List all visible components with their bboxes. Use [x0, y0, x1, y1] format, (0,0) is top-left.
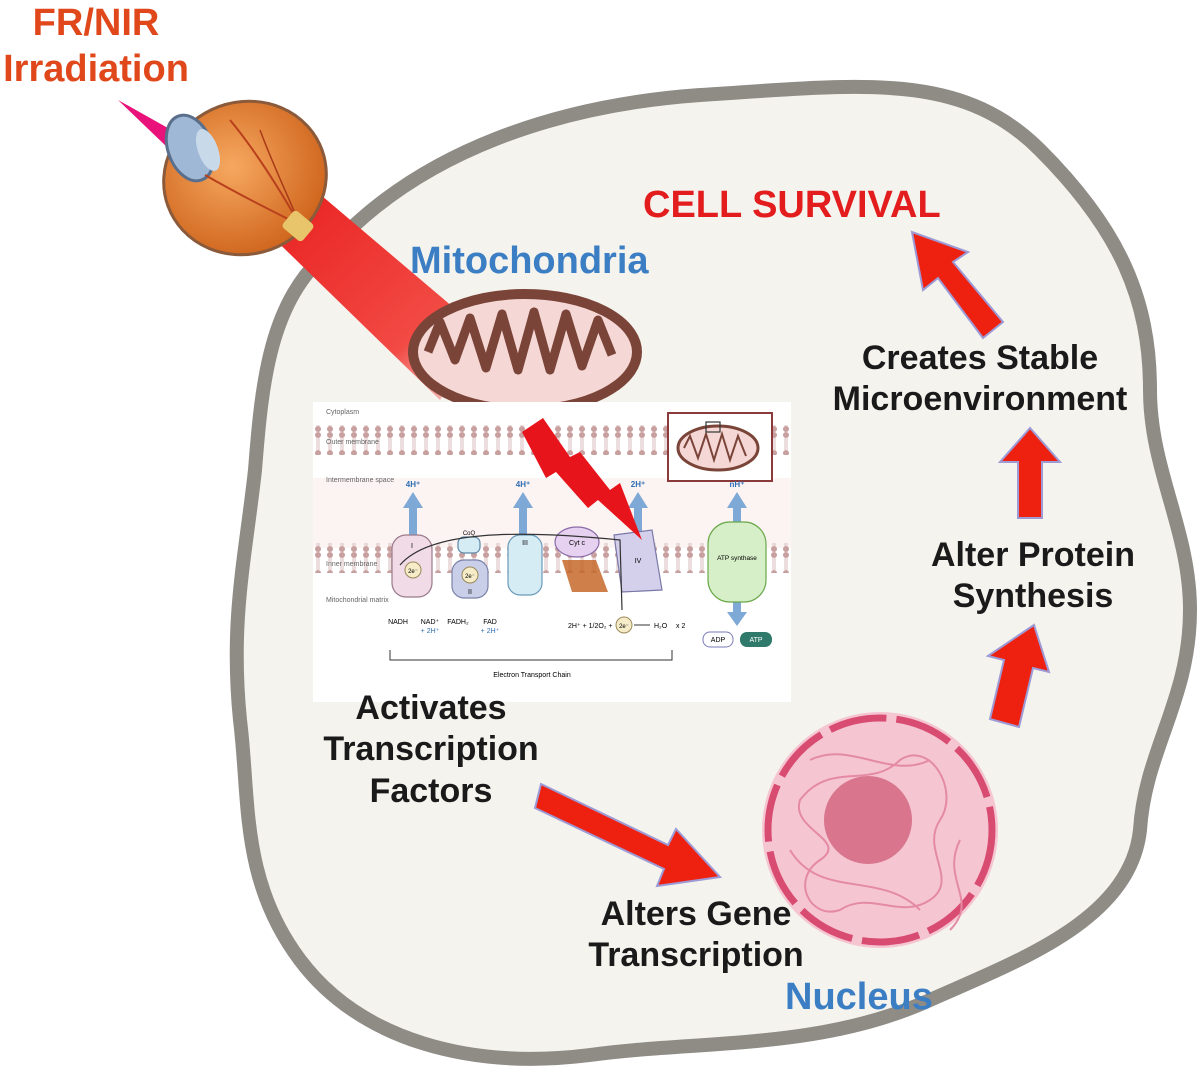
label-nucleus: Nucleus [785, 976, 933, 1018]
nucleus-icon [762, 712, 998, 948]
reaction-mult: x 2 [676, 623, 685, 630]
atp-label: ATP [749, 637, 762, 644]
complex-iv [613, 529, 663, 593]
adp-label: ADP [711, 637, 726, 644]
label-alters-gene-line2: Transcription [588, 936, 804, 975]
etc-proton-3: 2H⁺ [631, 480, 645, 489]
reaction-left: 2H⁺ + 1/2O₂ + [568, 623, 613, 630]
label-activates-line2: Transcription [323, 730, 539, 769]
substrate-h1: + 2H⁺ [421, 628, 440, 635]
label-alter-protein-line2: Synthesis [952, 577, 1114, 616]
reaction-product: H₂O [654, 623, 668, 630]
arrow-to-survival [910, 230, 1005, 340]
atp-synthase-label: ATP synthase [717, 555, 757, 562]
substrate-nad: NAD⁺ [421, 619, 440, 626]
electron-2: 2e⁻ [465, 574, 475, 580]
label-cell-survival: CELL SURVIVAL [643, 184, 941, 226]
complex-iii [507, 534, 543, 596]
etc-proton-2: 4H⁺ [516, 480, 530, 489]
complex-iii-label: III [522, 540, 528, 547]
substrate-h2: + 2H⁺ [481, 628, 500, 635]
label-irradiation: FR/NIR Irradiation [0, 0, 192, 93]
etc-region-inner: Inner membrane [326, 561, 377, 568]
label-creates-stable: Creates Stable Microenvironment [826, 338, 1134, 421]
cytc-label: Cyt c [569, 540, 585, 547]
complex-iv-label: IV [635, 558, 642, 565]
substrate-nadh: NADH [388, 619, 408, 626]
complex-ii-label: II [468, 589, 472, 596]
mitochondrion-icon [408, 289, 642, 415]
label-activates-line3: Factors [369, 771, 493, 810]
label-creates-stable-line1: Creates Stable [861, 339, 1099, 377]
label-alters-gene-line1: Alters Gene [600, 895, 792, 933]
electron-3: 2e⁻ [619, 624, 629, 630]
etc-proton-1: 4H⁺ [406, 480, 420, 489]
label-irradiation-line2: Irradiation [3, 48, 189, 91]
etc-region-matrix: Mitochondrial matrix [326, 597, 389, 604]
eye-icon [162, 99, 328, 257]
complex-i-label: I [411, 543, 413, 550]
etc-footer: Electron Transport Chain [493, 672, 571, 679]
etc-region-outer: Outer membrane [326, 439, 379, 446]
cytochrome-c [554, 526, 600, 558]
electron-1: 2e⁻ [408, 569, 418, 575]
label-activates-line1: Activates [355, 689, 507, 727]
etc-proton-4: nH⁺ [730, 480, 745, 489]
incoming-light [118, 100, 175, 148]
label-activates: Activates Transcription Factors [316, 688, 546, 812]
lightning-bolt-icon [522, 418, 642, 540]
arrow-to-microenvironment [997, 426, 1063, 519]
label-creates-stable-line2: Microenvironment [832, 380, 1128, 419]
label-alter-protein-line1: Alter Protein [930, 536, 1136, 574]
etc-region-cytoplasm: Cytoplasm [326, 409, 359, 416]
label-alters-gene: Alters Gene Transcription [582, 894, 810, 977]
arrow-to-protein [985, 623, 1051, 729]
substrate-fadh2: FADH₂ [447, 619, 469, 626]
atp-synthase [707, 521, 767, 603]
coq-label: CoQ [463, 531, 476, 537]
label-mitochondria: Mitochondria [410, 240, 649, 282]
etc-region-intermembrane: Intermembrane space [326, 477, 394, 484]
substrate-fad: FAD [483, 619, 497, 626]
label-irradiation-line1: FR/NIR [32, 2, 160, 44]
label-alter-protein: Alter Protein Synthesis [925, 535, 1141, 618]
arrow-to-nucleus [533, 782, 723, 888]
